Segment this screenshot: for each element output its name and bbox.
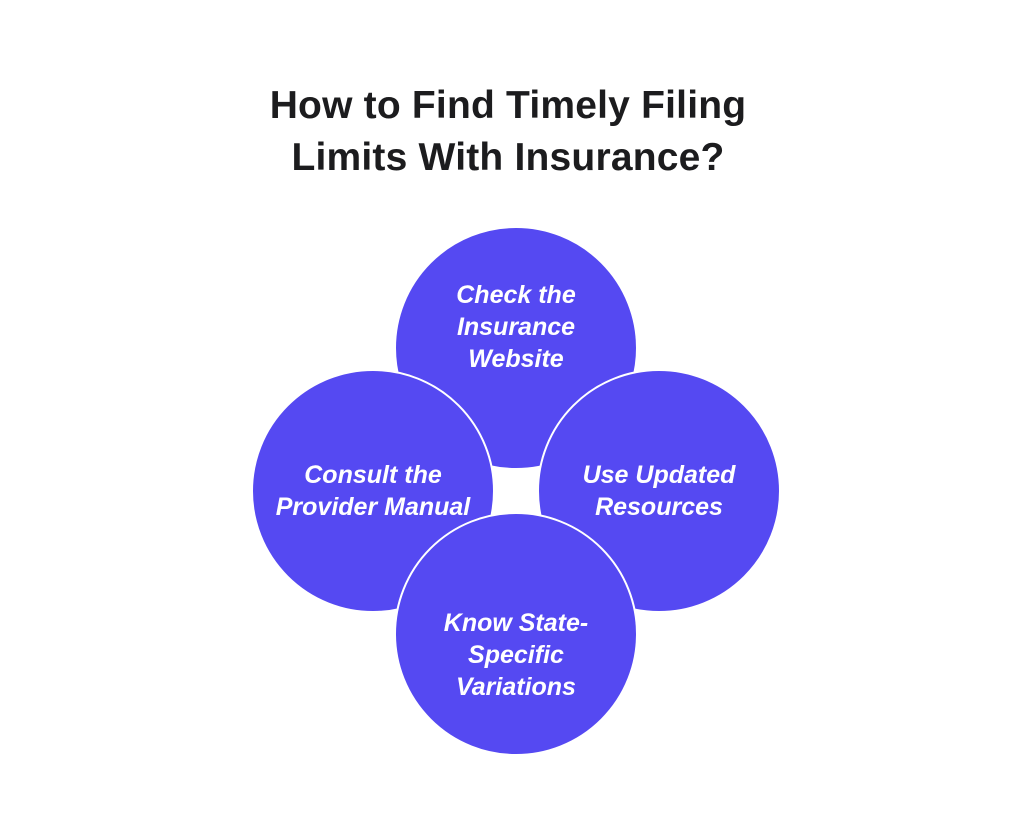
page-title: How to Find Timely Filing Limits With In… <box>0 80 1016 184</box>
page-title-line-1: How to Find Timely Filing <box>269 84 747 127</box>
circle-label-know-state-specific-variations: Know State- Specific Variations <box>443 609 589 701</box>
circle-label-check-the-insurance-website: Check the Insurance Website <box>456 281 576 373</box>
circle-label-consult-the-provider-manual: Consult the Provider Manual <box>275 461 471 521</box>
circle-label-use-updated-resources: Use Updated Resources <box>582 461 736 521</box>
page-title-line-2: Limits With Insurance? <box>291 136 725 179</box>
circle-know-state-specific-variations: Know State- Specific Variations <box>394 512 638 756</box>
